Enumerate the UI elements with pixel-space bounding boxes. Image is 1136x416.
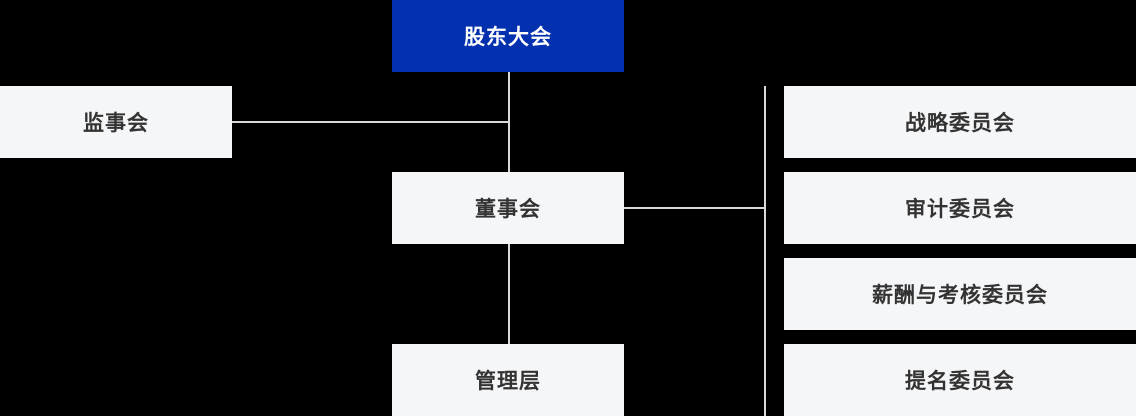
node-audit-committee-label: 审计委员会 [905, 198, 1015, 221]
connector-committee-spine [764, 86, 766, 416]
node-nomination-committee-label: 提名委员会 [905, 370, 1015, 393]
node-management: 管理层 [392, 344, 624, 416]
node-audit-committee: 审计委员会 [784, 172, 1136, 244]
node-shareholders-meeting: 股东大会 [392, 0, 624, 72]
connector-supervisory-to-trunk [232, 121, 508, 123]
connector-board-to-committee-spine [624, 207, 765, 209]
node-strategy-committee: 战略委员会 [784, 86, 1136, 158]
node-remuneration-appraisal-committee-label: 薪酬与考核委员会 [872, 284, 1048, 307]
node-remuneration-appraisal-committee: 薪酬与考核委员会 [784, 258, 1136, 330]
node-board-of-directors-label: 董事会 [475, 198, 541, 221]
node-supervisory-board: 监事会 [0, 86, 232, 158]
node-strategy-committee-label: 战略委员会 [905, 112, 1015, 135]
node-supervisory-board-label: 监事会 [83, 112, 149, 135]
node-board-of-directors: 董事会 [392, 172, 624, 244]
node-nomination-committee: 提名委员会 [784, 344, 1136, 416]
node-management-label: 管理层 [475, 370, 541, 393]
node-shareholders-meeting-label: 股东大会 [464, 26, 552, 49]
